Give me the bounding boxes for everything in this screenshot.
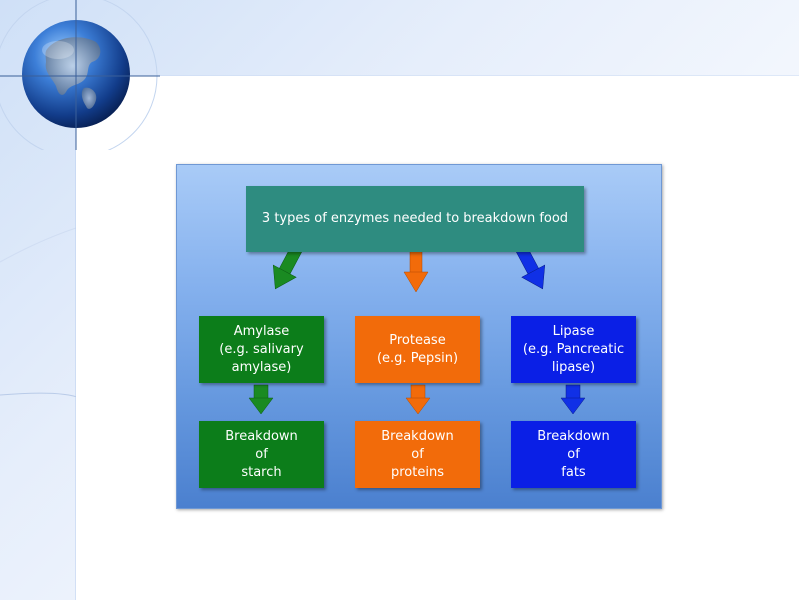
enzyme-diagram: 3 types of enzymes needed to breakdown f… xyxy=(176,164,662,509)
arrow-amylase-to-starch xyxy=(248,384,274,415)
arrow-protease-to-proteins xyxy=(405,384,431,415)
protein-breakdown-box: Breakdown of proteins xyxy=(355,421,480,488)
arrow-to-protease xyxy=(403,248,429,293)
lipase-box: Lipase (e.g. Pancreatic lipase) xyxy=(511,316,636,383)
arrow-lipase-to-fats xyxy=(560,384,586,415)
diagram-arrows xyxy=(248,243,586,415)
protease-box: Protease (e.g. Pepsin) xyxy=(355,316,480,383)
amylase-box: Amylase (e.g. salivary amylase) xyxy=(199,316,324,383)
starch-breakdown-box: Breakdown of starch xyxy=(199,421,324,488)
diagram-title-box: 3 types of enzymes needed to breakdown f… xyxy=(246,186,584,252)
fat-breakdown-box: Breakdown of fats xyxy=(511,421,636,488)
